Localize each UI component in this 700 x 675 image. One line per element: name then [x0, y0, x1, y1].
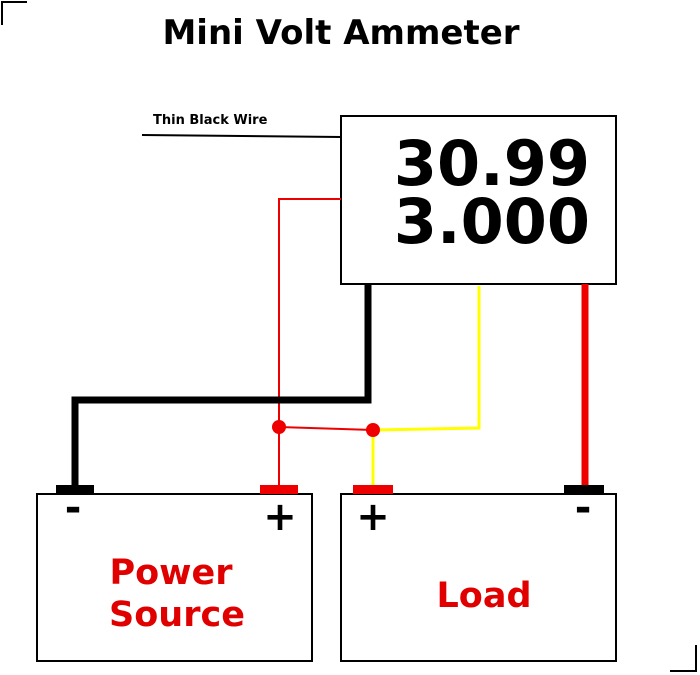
power-source-positive-terminal: [260, 485, 298, 494]
power-source-label-line2: Source: [109, 595, 245, 635]
diagram-title: Mini Volt Ammeter: [162, 13, 519, 53]
load-box: [340, 493, 617, 662]
power-source-positive-sign: +: [263, 494, 297, 540]
load-label: Load: [436, 576, 531, 616]
load-negative-sign: -: [575, 485, 592, 531]
load-positive-terminal: [353, 485, 393, 494]
voltage-readout: 30.99: [394, 127, 590, 200]
meter-display: [340, 115, 617, 285]
power-source-negative-sign: -: [65, 485, 82, 531]
load-positive-sign: +: [356, 494, 390, 540]
thin-red-wire: [278, 198, 341, 486]
yellow-wire: [371, 286, 481, 486]
junction-dot-left: [272, 420, 286, 434]
corner-mark-bottom-right: [670, 645, 697, 672]
thin-black-wire-label: Thin Black Wire: [153, 113, 268, 128]
thick-black-wire: [71, 284, 372, 486]
thin-black-wire: [141, 134, 342, 138]
red-link-wire: [278, 426, 374, 431]
power-source-negative-terminal: [56, 485, 94, 494]
current-readout: 3.000: [394, 185, 590, 258]
corner-mark-top-left: [1, 1, 27, 25]
junction-dot-right: [366, 423, 380, 437]
power-source-label-line1: Power: [109, 553, 233, 593]
power-source-box: [36, 493, 313, 662]
load-negative-terminal: [564, 485, 604, 494]
